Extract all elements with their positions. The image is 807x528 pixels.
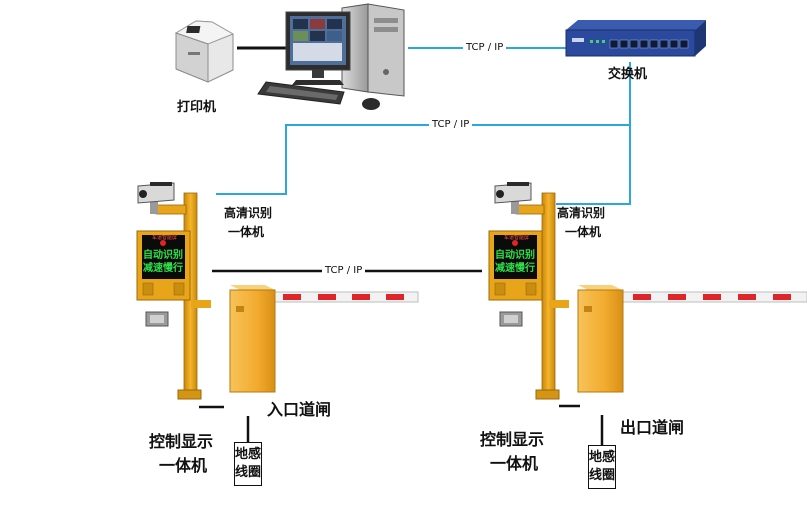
network-switch-icon (565, 20, 706, 57)
entrance-camera-icon (137, 182, 175, 204)
exit-ground-loop-label: 地感线圈 (589, 450, 616, 483)
entrance-control-display-label-2: 一体机 (159, 456, 208, 475)
entrance-control-display-label-1: 控制显示 (149, 432, 214, 451)
exit-display-line2: 减速慢行 (495, 263, 535, 274)
switch-label: 交换机 (608, 67, 648, 82)
exit-display-line1: 自动识别 (495, 250, 535, 261)
printer-label: 打印机 (177, 100, 217, 115)
exit-barrier-gate (577, 285, 807, 393)
tcp-ip-label-backbone: TCP / IP (429, 120, 473, 130)
printer-icon (174, 20, 235, 83)
entrance-hd-camera-label-1: 高清识别 (224, 206, 273, 220)
tcp-ip-label-pc-switch: TCP / IP (463, 43, 507, 53)
switch-entrance-line (216, 62, 631, 195)
entrance-display-box (136, 230, 191, 327)
exit-gate-label: 出口道闸 (620, 418, 685, 437)
entrance-barrier-gate (229, 285, 419, 393)
computer-icon (257, 3, 405, 110)
entrance-display-line2: 减速慢行 (143, 263, 183, 274)
exit-hd-camera-label-1: 高清识别 (557, 206, 606, 220)
entrance-gate-label: 入口道闸 (267, 400, 332, 419)
exit-ground-loop-box: 地感线圈 (588, 445, 616, 489)
exit-display-header: 车道智能屏 (504, 235, 530, 241)
entrance-ground-loop-box: 地感线圈 (234, 442, 262, 486)
exit-display-box (488, 230, 543, 327)
entrance-hd-camera-label-2: 一体机 (228, 225, 265, 239)
exit-hd-camera-label-2: 一体机 (565, 225, 602, 239)
exit-camera-pole (511, 192, 569, 400)
tcp-ip-label-lanes: TCP / IP (322, 266, 366, 276)
exit-control-display-label-2: 一体机 (490, 454, 539, 473)
entrance-display-line1: 自动识别 (143, 250, 183, 261)
switch-exit-line (556, 125, 631, 205)
entrance-display-header: 车道智能屏 (152, 235, 178, 241)
exit-camera-icon (494, 182, 532, 204)
entrance-ground-loop-label: 地感线圈 (235, 447, 262, 480)
exit-control-display-label-1: 控制显示 (480, 430, 545, 449)
